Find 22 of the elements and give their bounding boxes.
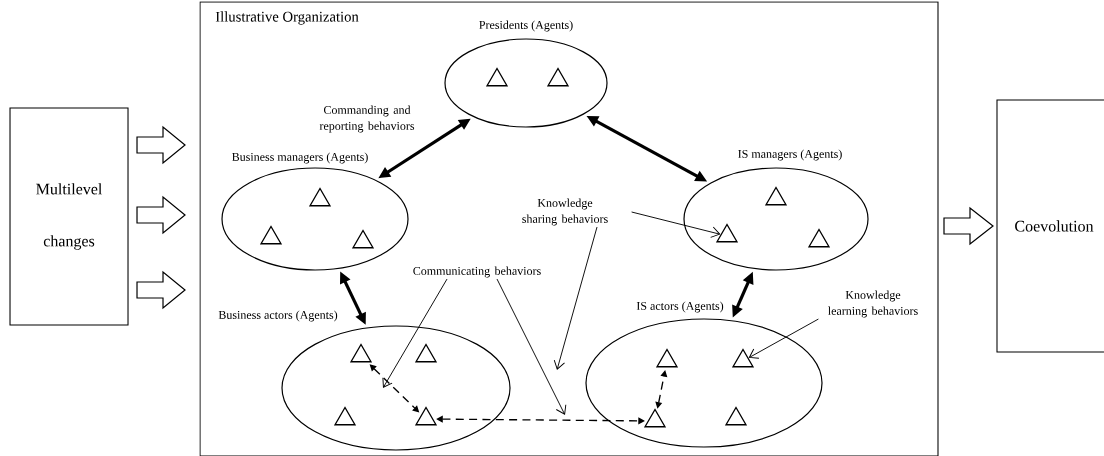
callout-text: Communicating behaviors: [413, 266, 541, 278]
group-heading: Business actors (Agents): [218, 310, 338, 322]
callout-text: Knowledge sharing behaviors: [522, 198, 608, 226]
dashed-arrow: [655, 370, 668, 409]
group-heading: IS managers (Agents): [738, 149, 842, 161]
group-heading: Business managers (Agents): [232, 152, 368, 164]
block-arrow: [943, 206, 994, 246]
group-heading: IS actors (Agents): [636, 301, 724, 313]
frame-title: Illustrative Organization: [215, 11, 359, 25]
block-arrow: [136, 195, 186, 235]
box-label: Multilevel changes: [36, 183, 103, 250]
leader-line: [631, 211, 721, 238]
callout-text: Knowledge learning behaviors: [828, 290, 918, 318]
annotation: Commanding and reporting behaviors: [319, 105, 415, 133]
leader-line: [553, 226, 598, 370]
box-label: Coevolution: [1015, 220, 1094, 232]
leader-line: [748, 318, 819, 359]
block-arrow: [136, 270, 186, 310]
leader-line: [382, 278, 448, 388]
leader-line: [496, 278, 567, 415]
group-heading: Presidents (Agents): [479, 20, 573, 32]
block-arrow: [136, 125, 186, 165]
